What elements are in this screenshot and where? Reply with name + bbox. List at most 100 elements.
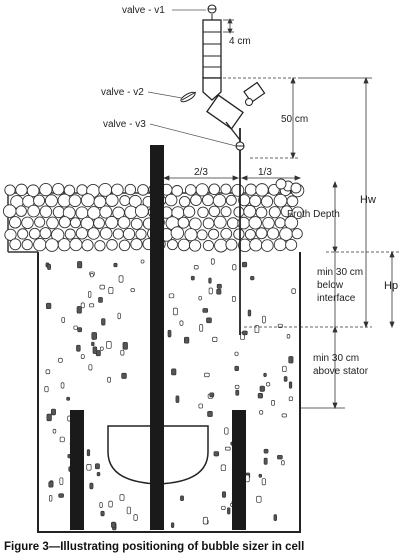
froth-bubble	[208, 205, 221, 218]
pulp-bubble	[167, 329, 172, 338]
pulp-bubble	[288, 381, 293, 389]
pulp-bubble	[113, 262, 118, 268]
pulp-bubble	[216, 288, 222, 295]
froth-bubble	[46, 216, 59, 230]
froth-bubble	[260, 195, 274, 208]
pulp-bubble	[48, 481, 54, 488]
pulp-bubble	[213, 451, 220, 457]
pulp-bubble	[133, 514, 138, 521]
froth-bubble	[64, 228, 76, 240]
pulp-bubble	[111, 521, 116, 528]
dimension-above-stator	[300, 325, 345, 410]
froth-bubble	[188, 217, 202, 231]
pulp-bubble	[50, 408, 56, 416]
impeller-shaft-front	[150, 420, 164, 530]
froth-bubble	[274, 217, 286, 229]
pulp-bubble	[168, 293, 175, 299]
pulp-bubble	[172, 307, 178, 316]
froth-bubble	[214, 238, 228, 253]
froth-bubble	[273, 238, 287, 252]
froth-bubble	[195, 183, 209, 197]
pulp-bubble	[45, 302, 52, 310]
pulp-bubble	[171, 368, 177, 376]
pulp-bubble	[108, 500, 113, 508]
pulp-bubble	[266, 382, 271, 387]
pulp-bubble	[234, 384, 240, 389]
froth-bubble	[117, 216, 131, 229]
pulp-bubble	[101, 318, 106, 326]
froth-bubble	[225, 194, 237, 206]
pulp-bubble	[257, 393, 263, 399]
froth-bubble	[208, 228, 220, 240]
pulp-bubble	[99, 346, 104, 351]
pulp-bubble	[86, 449, 91, 457]
pulp-bubble	[221, 505, 226, 510]
pulp-bubble	[261, 478, 266, 486]
pulp-bubble	[190, 275, 195, 281]
pulp-bubble	[126, 506, 131, 515]
pulp-bubble	[86, 464, 92, 471]
pulp-bubble	[247, 309, 252, 317]
froth-bubble	[233, 206, 245, 218]
pulp-bubble	[231, 296, 236, 302]
froth-bubble	[39, 182, 53, 197]
froth-bubble	[17, 228, 29, 240]
label-below-interface-3: interface	[317, 293, 356, 304]
dimension-hp	[389, 250, 395, 329]
froth-bubble	[105, 215, 119, 230]
pulp-bubble	[59, 436, 65, 443]
dimension-4cm	[223, 18, 234, 34]
dimension-below-interface	[244, 252, 336, 328]
pulp-bubble	[220, 464, 226, 472]
froth-bubble	[190, 194, 202, 206]
froth-bubble	[80, 193, 95, 208]
pulp-bubble	[277, 454, 283, 460]
label-hw: Hw	[360, 194, 376, 206]
label-above-stator-1: min 30 cm	[313, 353, 359, 364]
pulp-bubble	[202, 308, 209, 313]
pulp-bubble	[96, 472, 101, 477]
pulp-bubble	[281, 413, 287, 418]
label-below-interface-1: min 30 cm	[317, 267, 363, 278]
froth-bubble	[178, 196, 191, 208]
froth-bubble	[233, 228, 245, 240]
froth-bubble	[255, 183, 269, 197]
pulp-bubble	[107, 376, 111, 383]
pulp-bubble	[80, 354, 85, 359]
froth-bubble	[220, 183, 232, 195]
pulp-bubble	[61, 317, 66, 323]
pulp-bubble	[89, 482, 94, 490]
froth-bubble	[134, 204, 149, 219]
pulp-bubble	[179, 320, 184, 326]
pulp-bubble	[209, 392, 215, 398]
pulp-bubble	[88, 364, 93, 371]
pulp-bubble	[140, 259, 145, 264]
froth-bubble	[99, 227, 113, 240]
bubble-sizer	[180, 4, 266, 335]
label-two-thirds: 2/3	[194, 167, 208, 178]
label-4cm: 4 cm	[229, 36, 251, 47]
valve-v1-icon	[207, 4, 217, 14]
froth-bubble	[93, 217, 105, 229]
froth-bubble	[213, 215, 227, 229]
froth-bubble	[106, 239, 118, 251]
pulp-bubble	[250, 276, 255, 281]
froth-bubble	[124, 183, 137, 196]
froth-bubble	[286, 195, 299, 208]
froth-bubble	[220, 206, 232, 218]
pulp-bubble	[60, 382, 65, 389]
pulp-bubble	[45, 369, 51, 375]
pulp-bubble	[259, 410, 264, 415]
pulp-bubble	[117, 312, 121, 320]
froth-bubble	[249, 238, 263, 252]
valve-v2-icon	[180, 91, 197, 103]
pulp-bubble	[256, 495, 262, 503]
froth-bubble	[9, 238, 22, 251]
froth-bubble	[51, 228, 65, 242]
froth-bubble	[28, 227, 41, 240]
label-valve-v1: valve - v1	[122, 5, 165, 16]
froth-bubble	[275, 178, 287, 190]
pulp-bubble	[130, 288, 135, 293]
pulp-bubble	[224, 427, 229, 435]
pulp-bubble	[91, 332, 97, 340]
